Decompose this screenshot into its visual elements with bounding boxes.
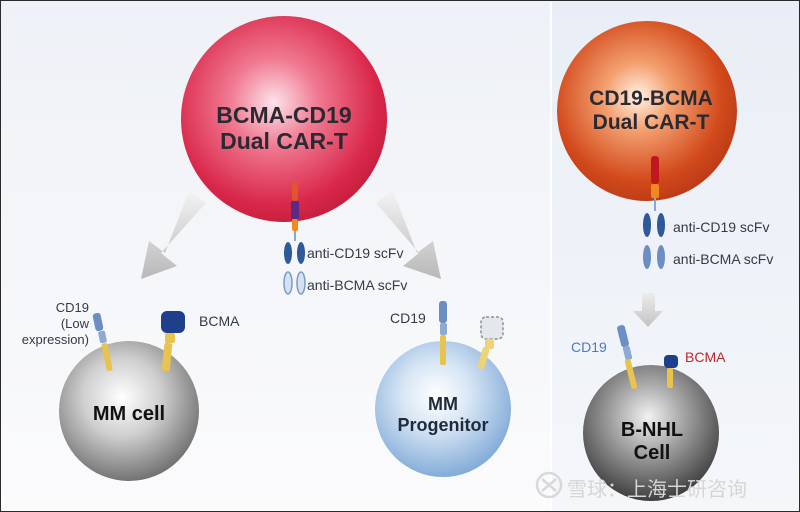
progenitor-cd19-receptor: [439, 301, 447, 365]
watermark-logo-icon: [535, 471, 563, 499]
mm-cell-title: MM cell: [92, 403, 166, 425]
bnhl-cell: [583, 365, 719, 501]
mm-cell-cd19-label: CD19 (Low expression): [15, 300, 89, 348]
progenitor-cd19-label: CD19: [390, 310, 426, 326]
arrow-to-progenitor: [376, 191, 441, 279]
right-car-t-title-line1: CD19-BCMA: [589, 87, 713, 110]
left-anti-cd19-label: anti-CD19 scFv: [307, 245, 404, 261]
progenitor-absent-bcma: [477, 316, 504, 370]
arrow-to-bnhl: [633, 293, 663, 327]
arrow-to-mm-cell: [141, 191, 206, 279]
car-construct-right: [643, 156, 665, 269]
mm-cell-cd19-label-line2: (Low: [60, 316, 89, 331]
mm-cell-cd19-receptor: [92, 312, 113, 371]
bnhl-cd19-label: CD19: [571, 339, 607, 355]
bcma-cd19-car-t-cell: [181, 16, 387, 222]
watermark-text: 雪球：上海士研咨询: [567, 477, 747, 501]
right-anti-cd19-label: anti-CD19 scFv: [673, 219, 770, 235]
right-anti-bcma-label: anti-BCMA scFv: [673, 251, 774, 267]
bnhl-cd19-receptor: [617, 324, 638, 389]
mm-cell-bcma-label: BCMA: [199, 313, 240, 329]
mm-cell-cd19-label-line3: expression): [21, 332, 89, 347]
progenitor-title-line2: Progenitor: [397, 414, 489, 435]
progenitor-title-line1: MM: [428, 394, 458, 414]
mm-progenitor-cell: [375, 341, 511, 477]
right-car-t-title: CD19-BCMA Dual CAR-T: [571, 87, 731, 135]
car-construct-left: [283, 181, 306, 295]
right-car-t-title-line2: Dual CAR-T: [592, 111, 710, 135]
cd19-bcma-car-t-cell: [557, 21, 737, 201]
bnhl-title: B-NHL Cell: [597, 419, 707, 465]
bnhl-title-line1: B-NHL: [620, 419, 684, 441]
progenitor-title: MM Progenitor: [387, 394, 499, 435]
mm-cell-cd19-label-line1: CD19: [55, 300, 89, 315]
mm-cell-bcma-receptor: [161, 311, 185, 372]
bnhl-title-line2: Cell: [633, 442, 671, 464]
mm-cell: [59, 341, 199, 481]
bnhl-bcma-receptor: [664, 355, 678, 388]
left-car-t-title-line1: BCMA-CD19: [216, 102, 352, 128]
left-anti-bcma-label: anti-BCMA scFv: [307, 277, 408, 293]
bnhl-bcma-label: BCMA: [685, 349, 726, 365]
left-car-t-title-line2: Dual CAR-T: [220, 128, 348, 155]
left-car-t-title: BCMA-CD19 Dual CAR-T: [197, 102, 371, 155]
